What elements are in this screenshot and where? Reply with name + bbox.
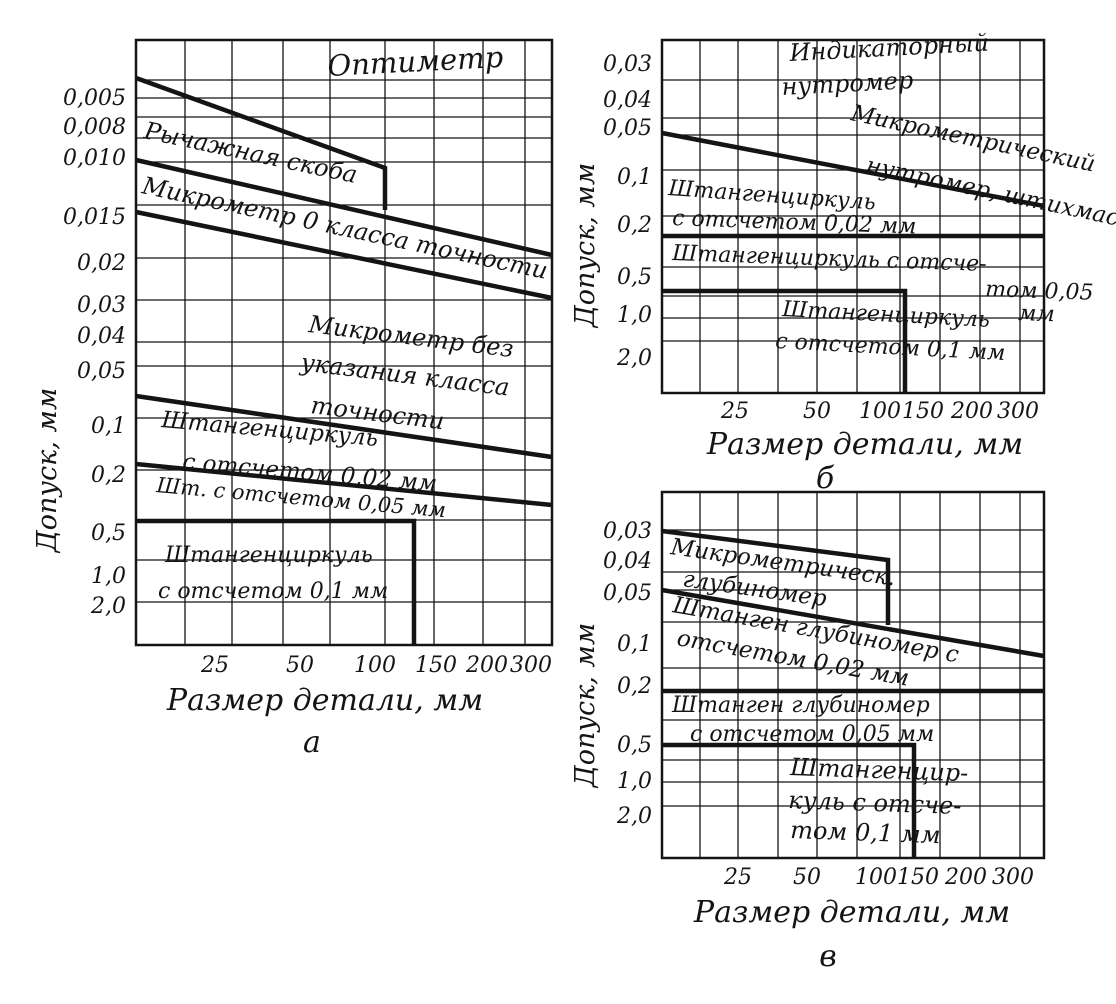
chart-a-x-tick-6: 300 (510, 653, 552, 678)
chart-c-y-tick-1: 0,03 (603, 519, 652, 544)
chart-c-region-label-3-line-1: Штанген глубиномер (671, 693, 930, 718)
chart-a-y-tick-3: 0,010 (63, 146, 126, 171)
chart-c-y-tick-4: 0,1 (617, 632, 652, 657)
chart-b-x-tick-2: 50 (803, 399, 831, 424)
chart-a-frame (134, 38, 554, 647)
chart-a-x-tick-3: 100 (354, 653, 396, 678)
chart-a-y-tick-7: 0,04 (77, 324, 126, 349)
chart-b-y-tick-2: 0,04 (603, 88, 652, 113)
chart-a-boundary-5 (135, 461, 553, 508)
chart-b-y-tick-4: 0,1 (617, 165, 652, 190)
chart-b-y-tick-6: 0,5 (617, 265, 652, 290)
chart-b-y-axis-title: Допуск, мм (570, 163, 601, 328)
chart-c-x-tick-6: 300 (992, 865, 1034, 890)
chart-b-y-tick-7: 1,0 (617, 303, 652, 328)
chart-a-boundary-2 (135, 157, 553, 258)
chart-c-y-tick-7: 1,0 (617, 769, 652, 794)
chart-c-y-tick-3: 0,05 (603, 581, 652, 606)
chart-a-y-tick-13: 2,0 (90, 594, 126, 619)
chart-a-y-tick-10: 0,2 (91, 463, 126, 488)
chart-c-x-tick-1: 25 (723, 865, 752, 890)
chart-c-frame (660, 490, 1046, 860)
chart-a-region-label-3-line-1: Микрометр 0 класса точности (139, 171, 550, 285)
chart-a-x-axis-title: Размер детали, мм (166, 683, 483, 718)
chart-b-y-tick-3: 0,05 (603, 116, 652, 141)
chart-c-x-tick-3: 100 (855, 865, 897, 890)
chart-a-y-axis-title: Допуск, мм (32, 388, 63, 553)
chart-b-x-tick-3: 100 (859, 399, 901, 424)
chart-a-y-tick-11: 0,5 (91, 521, 126, 546)
chart-b-y-tick-5: 0,2 (617, 213, 652, 238)
chart-c-region-label-4-line-3: том 0,1 мм (790, 816, 941, 849)
chart-c-x-tick-5: 200 (944, 865, 987, 890)
chart-b-x-tick-6: 300 (997, 399, 1039, 424)
chart-a-x-tick-5: 200 (465, 653, 508, 678)
chart-b-region-label-5-line-1: Штангенциркуль (781, 297, 991, 333)
chart-a-y-tick-12: 1,0 (91, 564, 126, 589)
chart-a-region-label-1-line-1: Оптиметр (327, 40, 504, 83)
chart-b-x-tick-1: 25 (720, 399, 749, 424)
chart-a-y-tick-4: 0,015 (63, 205, 126, 230)
chart-c-y-tick-5: 0,2 (617, 674, 652, 699)
chart-c-y-tick-6: 0,5 (617, 733, 652, 758)
chart-a-x-tick-1: 25 (200, 653, 229, 678)
chart-a-boundary-4 (135, 393, 553, 460)
chart-a-y-tick-9: 0,1 (91, 414, 126, 439)
chart-b-region-label-4-line-3: мм (1018, 301, 1055, 327)
chart-b-region-label-1-line-2: нутромер (781, 66, 914, 101)
chart-a-region-label-7-line-1: Штангенциркуль (164, 543, 373, 568)
chart-a-region-label-7-line-2: с отсчетом 0,1 мм (158, 579, 388, 604)
chart-a-y-tick-5: 0,02 (77, 251, 126, 276)
chart-b-frame (660, 38, 1046, 395)
chart-b-boundary-1 (661, 130, 1045, 209)
chart-a-x-tick-2: 50 (286, 653, 314, 678)
chart-a-y-tick-1: 0,005 (63, 86, 126, 111)
chart-a-y-tick-6: 0,03 (77, 293, 126, 318)
chart-c-boundary-2 (661, 587, 1045, 659)
chart-a-boundary-6 (136, 518, 417, 645)
chart-b-boundary-3 (662, 288, 908, 393)
chart-b-region-label-1-line-1: Индикаторный (788, 29, 990, 67)
chart-c-region-label-3-line-2: с отсчетом 0,05 мм (690, 722, 934, 747)
chart-a-x-tick-4: 150 (415, 653, 457, 678)
chart-a-y-tick-8: 0,05 (77, 359, 126, 384)
chart-c-boundary-1 (661, 528, 891, 625)
chart-b-region-label-5-line-2: с отсчетом 0,1 мм (775, 329, 1006, 366)
chart-a-boundary-1 (135, 75, 388, 210)
chart-a-caption: а (303, 725, 321, 760)
chart-c-x-axis-title: Размер детали, мм (693, 895, 1010, 930)
chart-c-region-label-4-line-1: Штангенцир- (789, 753, 969, 787)
chart-c-y-tick-2: 0,04 (603, 549, 652, 574)
chart-a-y-tick-2: 0,008 (63, 115, 126, 140)
chart-b-x-tick-5: 200 (950, 399, 993, 424)
chart-c-region-label-4-line-2: куль с отсче- (788, 786, 962, 820)
chart-c-boundary-4 (662, 742, 917, 858)
chart-c-x-tick-2: 50 (793, 865, 821, 890)
chart-c-x-tick-4: 150 (897, 865, 939, 890)
chart-b-x-tick-4: 150 (902, 399, 944, 424)
chart-c-caption: в (819, 939, 836, 974)
chart-b-x-axis-title: Размер детали, мм (706, 427, 1023, 462)
chart-a-boundary-3 (135, 209, 553, 301)
chart-b-region-label-4-line-2: том 0,05 (985, 277, 1094, 306)
chart-c-y-tick-8: 2,0 (616, 804, 652, 829)
chart-b-caption: б (816, 461, 835, 496)
chart-b-y-tick-8: 2,0 (616, 346, 652, 371)
chart-c-y-axis-title: Допуск, мм (570, 623, 601, 788)
chart-b-y-tick-1: 0,03 (603, 52, 652, 77)
